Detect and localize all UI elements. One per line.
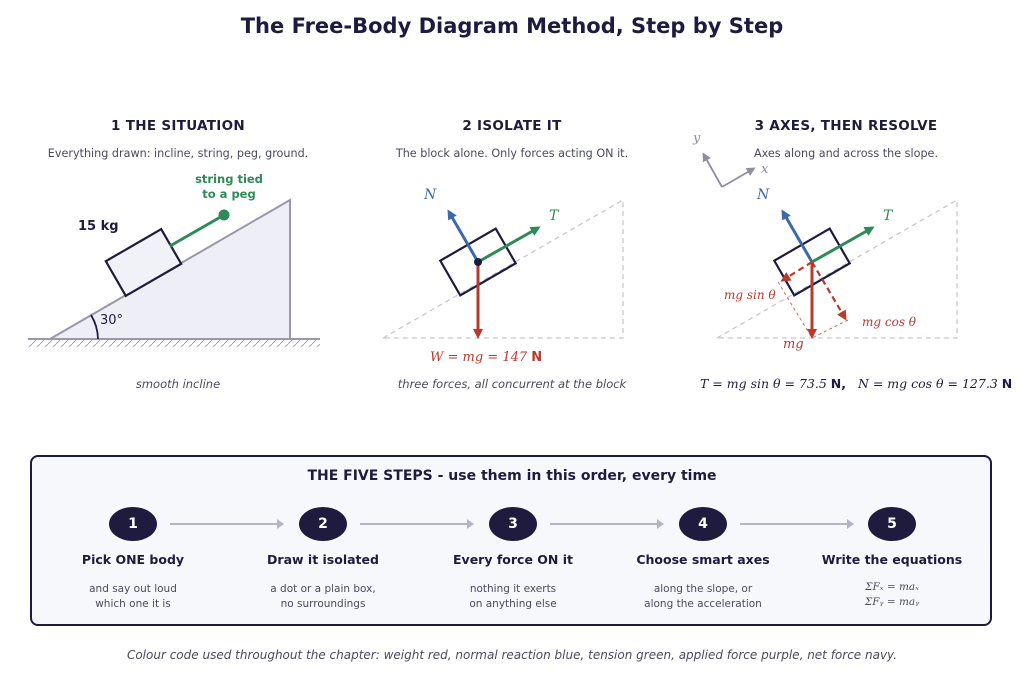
ghost-incline <box>382 198 624 339</box>
step-4-description: along the slope, or along the accelerati… <box>608 582 798 612</box>
concurrency-dot <box>474 258 482 266</box>
tension-label-3: T <box>883 208 893 224</box>
tension-arrow-3 <box>811 226 875 264</box>
mg-cos-label: mg cos θ <box>862 315 917 329</box>
weight-value: W = mg = 147 <box>430 350 528 365</box>
colour-code-footnote: Colour code used throughout the chapter:… <box>126 648 898 662</box>
angle-arc <box>90 314 99 340</box>
step-5-equation-y: ΣFᵧ = maᵧ <box>864 596 920 608</box>
normal-force-arrow-3 <box>781 209 814 263</box>
normal-force-arrow <box>447 209 480 263</box>
step-4-title: Choose smart axes <box>636 552 770 567</box>
tension-arrow <box>477 226 541 264</box>
step-4-badge: 4 <box>679 507 727 541</box>
step-arrow-3 <box>550 519 664 529</box>
string-label-line1: string tied <box>195 172 263 186</box>
step-3-description: nothing it exerts on anything else <box>418 582 608 612</box>
panel-1-caption: smooth incline <box>135 377 221 391</box>
step-1-badge: 1 <box>109 507 157 541</box>
step-3-line2: on anything else <box>469 598 557 610</box>
step-1-title: Pick ONE body <box>81 552 185 567</box>
panel-2-title: 2 ISOLATE IT <box>462 118 562 134</box>
string-label: string tied to a peg <box>180 172 278 202</box>
resolution-equations: T = mg sin θ = 73.5 N, N = mg cos θ = 12… <box>700 376 1020 391</box>
page-title: The Free-Body Diagram Method, Step by St… <box>240 14 784 38</box>
tension-label: T <box>549 208 559 224</box>
weight-unit: N <box>531 350 543 365</box>
panel-3-subtitle: Axes along and across the slope. <box>753 147 938 160</box>
panel-1-title: 1 THE SITUATION <box>111 118 245 134</box>
step-1-description: and say out loud which one it is <box>38 582 228 612</box>
step-arrow-4 <box>740 519 854 529</box>
angle-label: 30° <box>100 313 124 328</box>
steps-title: THE FIVE STEPS - use them in this order,… <box>307 468 717 484</box>
step-1-line1: and say out loud <box>89 583 177 595</box>
step-2-badge: 2 <box>299 507 347 541</box>
construction-line-1 <box>777 281 813 339</box>
construction-line-2 <box>811 319 849 339</box>
mg-sin-label: mg sin θ <box>724 288 776 302</box>
tension-equation: T = mg sin θ = 73.5 <box>700 376 827 391</box>
step-1-line2: which one it is <box>95 598 171 610</box>
y-axis-arrow <box>702 152 723 188</box>
peg <box>218 209 230 221</box>
step-2-line2: no surroundings <box>280 598 366 610</box>
mg-sin-component <box>780 261 813 282</box>
step-2-description: a dot or a plain box, no surroundings <box>228 582 418 612</box>
normal-label: N <box>424 187 437 203</box>
x-axis-arrow <box>721 167 756 188</box>
normal-equation: N = mg cos θ = 127.3 <box>857 376 998 391</box>
step-arrow-2 <box>360 519 474 529</box>
step-2-line1: a dot or a plain box, <box>270 583 376 595</box>
mg-cos-component <box>811 261 847 321</box>
mg-label: mg <box>783 337 804 352</box>
panel-1-subtitle: Everything drawn: incline, string, peg, … <box>47 147 309 160</box>
step-5-equation-x: ΣFₓ = maₓ <box>865 581 919 593</box>
panel-2-caption: three forces, all concurrent at the bloc… <box>397 377 627 391</box>
step-4-line1: along the slope, or <box>653 583 753 595</box>
y-axis-label: y <box>693 131 701 146</box>
normal-label-3: N <box>757 187 770 203</box>
step-3-line1: nothing it exerts <box>469 583 557 595</box>
step-5-title: Write the equations <box>821 552 963 567</box>
normal-unit: N <box>1001 376 1013 391</box>
step-arrow-1 <box>170 519 284 529</box>
mass-label: 15 kg <box>78 219 119 234</box>
ground-hatch <box>28 339 320 347</box>
situation-diagram <box>28 198 320 347</box>
step-3-title: Every force ON it <box>453 552 573 567</box>
step-3-badge: 3 <box>489 507 537 541</box>
weight-label: W = mg = 147 N <box>430 350 542 365</box>
panel-2-subtitle: The block alone. Only forces acting ON i… <box>395 147 629 160</box>
x-axis-label: x <box>761 162 769 177</box>
tension-unit: N, <box>830 376 847 391</box>
step-5-badge: 5 <box>868 507 916 541</box>
resolved-diagram <box>702 152 958 339</box>
panel-3-title: 3 AXES, THEN RESOLVE <box>754 118 938 134</box>
string <box>169 213 225 248</box>
ghost-incline-3 <box>716 198 958 339</box>
isolated-diagram <box>382 198 624 339</box>
step-2-title: Draw it isolated <box>267 552 379 567</box>
step-5-description: ΣFₓ = maₓ ΣFᵧ = maᵧ <box>797 580 987 610</box>
string-label-line2: to a peg <box>202 187 256 201</box>
step-4-line2: along the acceleration <box>644 598 762 610</box>
